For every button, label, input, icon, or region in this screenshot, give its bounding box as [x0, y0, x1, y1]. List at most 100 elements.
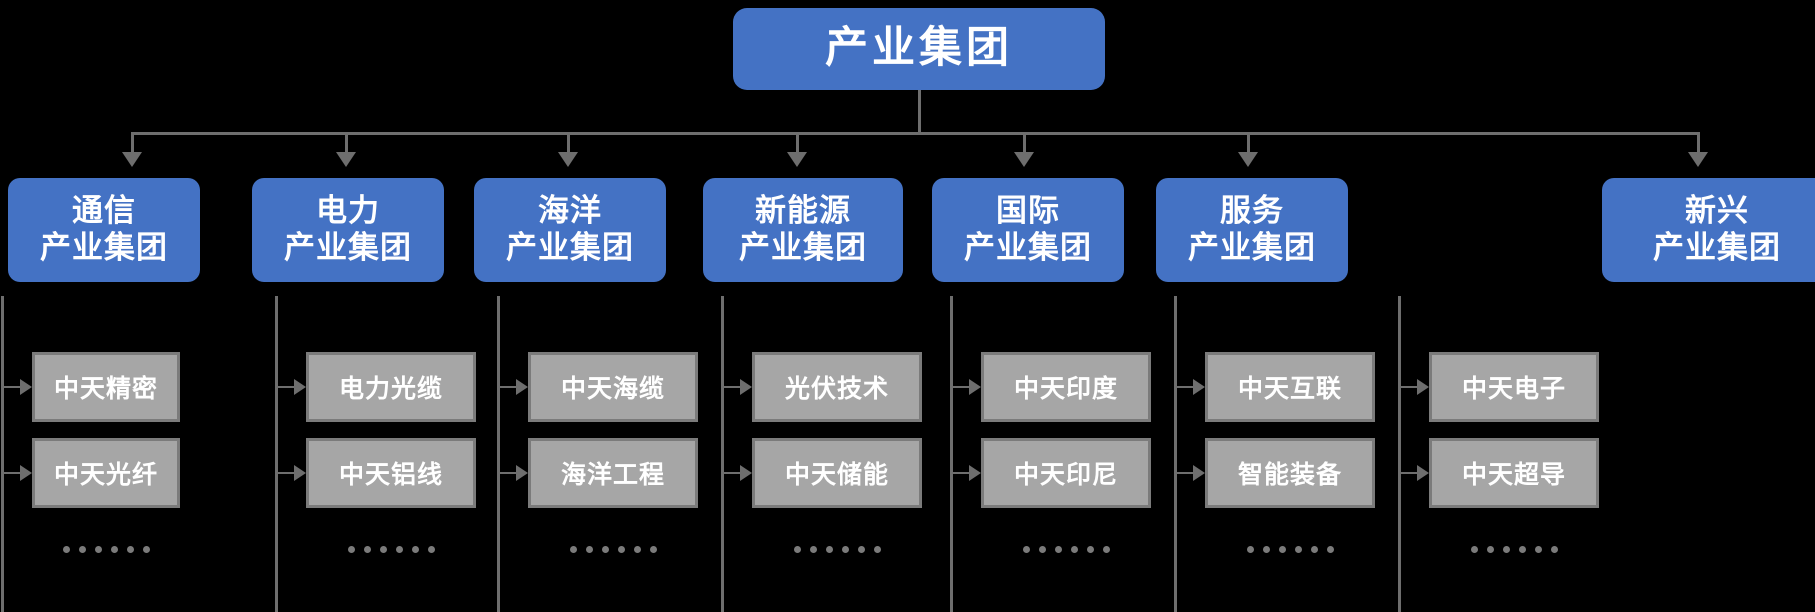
ellipsis-dot — [1310, 546, 1318, 553]
ellipsis-dot — [825, 546, 833, 553]
child-stub-1 — [278, 386, 294, 388]
ellipsis-dot — [601, 546, 609, 553]
child-arrow-2 — [740, 465, 752, 481]
group-node-emerging[interactable]: 新兴 产业集团 — [1602, 178, 1815, 282]
group-node-line2: 产业集团 — [40, 230, 168, 265]
child-node-label: 中天印度 — [1013, 375, 1118, 403]
group-node-line2: 产业集团 — [506, 230, 634, 265]
group-node-line1: 通信 — [72, 193, 136, 229]
child-node-1[interactable]: 中天精密 — [32, 352, 180, 422]
ellipsis-dot — [633, 546, 641, 553]
ellipsis-indicator — [306, 546, 476, 553]
child-node-2[interactable]: 海洋工程 — [528, 438, 698, 508]
child-arrow-1 — [740, 379, 752, 395]
column-group-marine: 海洋 产业集团 中天海缆 海洋工程 — [462, 0, 702, 612]
column-spine — [1, 296, 4, 612]
ellipsis-dot — [1086, 546, 1094, 553]
group-node-line1: 国际 — [996, 193, 1060, 229]
ellipsis-dot — [809, 546, 817, 553]
child-stub-1 — [4, 386, 20, 388]
root-stem-connector — [918, 90, 921, 134]
child-node-label: 中天超导 — [1461, 461, 1566, 489]
child-arrow-1 — [1193, 379, 1205, 395]
ellipsis-dot — [1294, 546, 1302, 553]
ellipsis-dot — [873, 546, 881, 553]
drop-arrow-col-2 — [336, 152, 356, 167]
ellipsis-indicator — [981, 546, 1151, 553]
child-node-2[interactable]: 中天铝线 — [306, 438, 476, 508]
group-node-line1: 新能源 — [755, 193, 851, 229]
group-node-line1: 新兴 — [1685, 193, 1749, 229]
ellipsis-dot — [1518, 546, 1526, 553]
child-arrow-2 — [969, 465, 981, 481]
child-node-1[interactable]: 中天互联 — [1205, 352, 1375, 422]
group-node-service[interactable]: 服务 产业集团 — [1156, 178, 1348, 282]
ellipsis-dot — [1534, 546, 1542, 553]
child-arrow-1 — [1417, 379, 1429, 395]
child-stub-1 — [724, 386, 740, 388]
group-node-marine[interactable]: 海洋 产业集团 — [474, 178, 666, 282]
ellipsis-dot — [1550, 546, 1558, 553]
column-spine — [721, 296, 724, 612]
ellipsis-dot — [411, 546, 419, 553]
drop-connector-col-5 — [1023, 132, 1026, 154]
ellipsis-dot — [395, 546, 403, 553]
ellipsis-dot — [1262, 546, 1270, 553]
child-node-1[interactable]: 中天海缆 — [528, 352, 698, 422]
column-group-service: 服务 产业集团 中天互联 智能装备 — [1139, 0, 1379, 612]
ellipsis-dot — [1278, 546, 1286, 553]
ellipsis-dot — [1470, 546, 1478, 553]
child-node-label: 智能装备 — [1237, 461, 1342, 489]
ellipsis-dot — [1486, 546, 1494, 553]
child-node-label: 光伏技术 — [784, 375, 889, 403]
child-stub-1 — [1401, 386, 1417, 388]
child-stub-2 — [724, 472, 740, 474]
child-stub-2 — [278, 472, 294, 474]
child-node-label: 电力光缆 — [338, 375, 443, 403]
column-spine — [1174, 296, 1177, 612]
column-group-emerging: 新兴 产业集团 中天电子 中天超导 — [1363, 0, 1815, 612]
ellipsis-dot — [1070, 546, 1078, 553]
child-node-label: 中天铝线 — [338, 461, 443, 489]
group-node-communications[interactable]: 通信 产业集团 — [8, 178, 200, 282]
drop-arrow-col-4 — [787, 152, 807, 167]
column-spine — [1398, 296, 1401, 612]
drop-arrow-col-6 — [1238, 152, 1258, 167]
child-node-label: 海洋工程 — [560, 461, 665, 489]
drop-connector-col-7 — [1697, 132, 1700, 154]
ellipsis-dot — [427, 546, 435, 553]
drop-arrow-col-1 — [122, 152, 142, 167]
child-stub-2 — [1401, 472, 1417, 474]
drop-connector-col-1 — [131, 132, 134, 154]
ellipsis-dot — [649, 546, 657, 553]
child-node-2[interactable]: 智能装备 — [1205, 438, 1375, 508]
ellipsis-dot — [1102, 546, 1110, 553]
ellipsis-indicator — [752, 546, 922, 553]
child-node-1[interactable]: 中天电子 — [1429, 352, 1599, 422]
root-node-chanye-jituan[interactable]: 产业集团 — [733, 8, 1105, 90]
column-group-international: 国际 产业集团 中天印度 中天印尼 — [915, 0, 1155, 612]
ellipsis-dot — [62, 546, 70, 553]
child-node-2[interactable]: 中天光纤 — [32, 438, 180, 508]
drop-connector-col-6 — [1247, 132, 1250, 154]
drop-arrow-col-3 — [558, 152, 578, 167]
child-stub-2 — [4, 472, 20, 474]
child-node-1[interactable]: 光伏技术 — [752, 352, 922, 422]
drop-arrow-col-7 — [1688, 152, 1708, 167]
group-node-new-energy[interactable]: 新能源 产业集团 — [703, 178, 903, 282]
ellipsis-dot — [142, 546, 150, 553]
group-node-line2: 产业集团 — [1653, 230, 1781, 265]
drop-connector-col-4 — [796, 132, 799, 154]
group-node-power[interactable]: 电力 产业集团 — [252, 178, 444, 282]
child-node-2[interactable]: 中天储能 — [752, 438, 922, 508]
child-arrow-1 — [294, 379, 306, 395]
child-node-2[interactable]: 中天超导 — [1429, 438, 1599, 508]
group-node-line2: 产业集团 — [284, 230, 412, 265]
drop-connector-col-2 — [345, 132, 348, 154]
child-node-1[interactable]: 电力光缆 — [306, 352, 476, 422]
ellipsis-dot — [379, 546, 387, 553]
child-node-2[interactable]: 中天印尼 — [981, 438, 1151, 508]
group-node-international[interactable]: 国际 产业集团 — [932, 178, 1124, 282]
child-node-1[interactable]: 中天印度 — [981, 352, 1151, 422]
